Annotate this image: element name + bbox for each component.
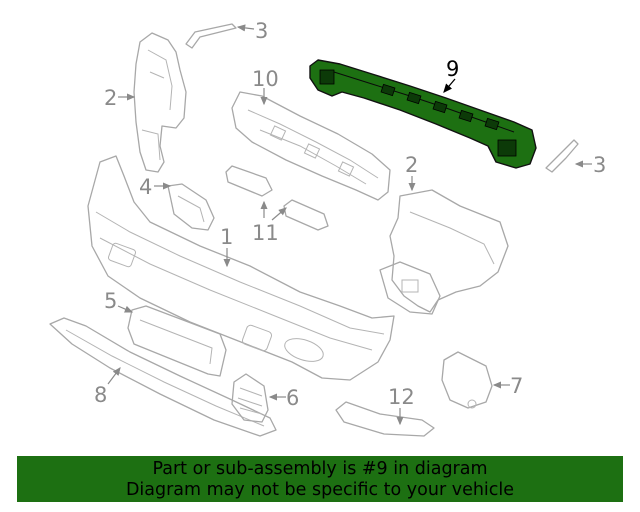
part-1-bumper-cover — [87, 155, 395, 381]
callout-8-label: 8 — [94, 383, 107, 407]
part-2-right-bracket — [379, 189, 509, 315]
part-4-bracket — [167, 183, 215, 231]
callout-3-right-label: 3 — [593, 153, 606, 177]
callout-10: 10 — [252, 67, 279, 106]
callout-9: 9 — [443, 57, 459, 93]
part-11-brackets — [225, 165, 329, 231]
callout-1-label: 1 — [220, 225, 233, 249]
callout-3-left-label: 3 — [255, 19, 268, 43]
callout-5: 5 — [104, 289, 134, 313]
callout-7-label: 7 — [510, 374, 523, 398]
callout-4-label: 4 — [139, 175, 152, 199]
part-12-lower-bracket — [335, 401, 435, 437]
callout-9-label: 9 — [446, 57, 459, 81]
callout-3-left: 3 — [236, 19, 268, 43]
banner-line-2: Diagram may not be specific to your vehi… — [125, 480, 515, 500]
callout-12: 12 — [388, 385, 415, 426]
callout-11-label: 11 — [252, 221, 279, 245]
callout-7: 7 — [492, 374, 523, 398]
callout-2-left: 2 — [104, 86, 136, 110]
callout-11: 11 — [252, 200, 287, 245]
callout-4: 4 — [139, 175, 172, 199]
part-6-small-grille — [231, 373, 269, 423]
callout-8: 8 — [94, 367, 121, 407]
parts-diagram: 9 10 2 3 2 3 4 11 1 5 8 6 — [49, 19, 606, 437]
part-9-reinforcement-beam — [309, 59, 537, 169]
callout-5-label: 5 — [104, 289, 117, 313]
part-3-right-strip — [545, 139, 579, 173]
callout-3-right: 3 — [574, 153, 606, 177]
callout-6: 6 — [268, 386, 299, 410]
callout-2-left-label: 2 — [104, 86, 117, 110]
info-banner: Part or sub-assembly is #9 in diagram Di… — [17, 456, 623, 502]
part-5-grille — [127, 305, 227, 377]
callout-6-label: 6 — [286, 386, 299, 410]
banner-line-1: Part or sub-assembly is #9 in diagram — [152, 459, 488, 479]
part-3-left-strip — [185, 23, 237, 49]
callout-2-right: 2 — [405, 153, 418, 192]
callout-2-right-label: 2 — [405, 153, 418, 177]
callout-1: 1 — [220, 225, 233, 268]
callout-10-label: 10 — [252, 67, 279, 91]
callout-12-label: 12 — [388, 385, 415, 409]
part-10-absorber — [231, 91, 391, 201]
part-2-left-bracket — [133, 32, 187, 173]
part-7-fog-bezel — [441, 351, 493, 409]
